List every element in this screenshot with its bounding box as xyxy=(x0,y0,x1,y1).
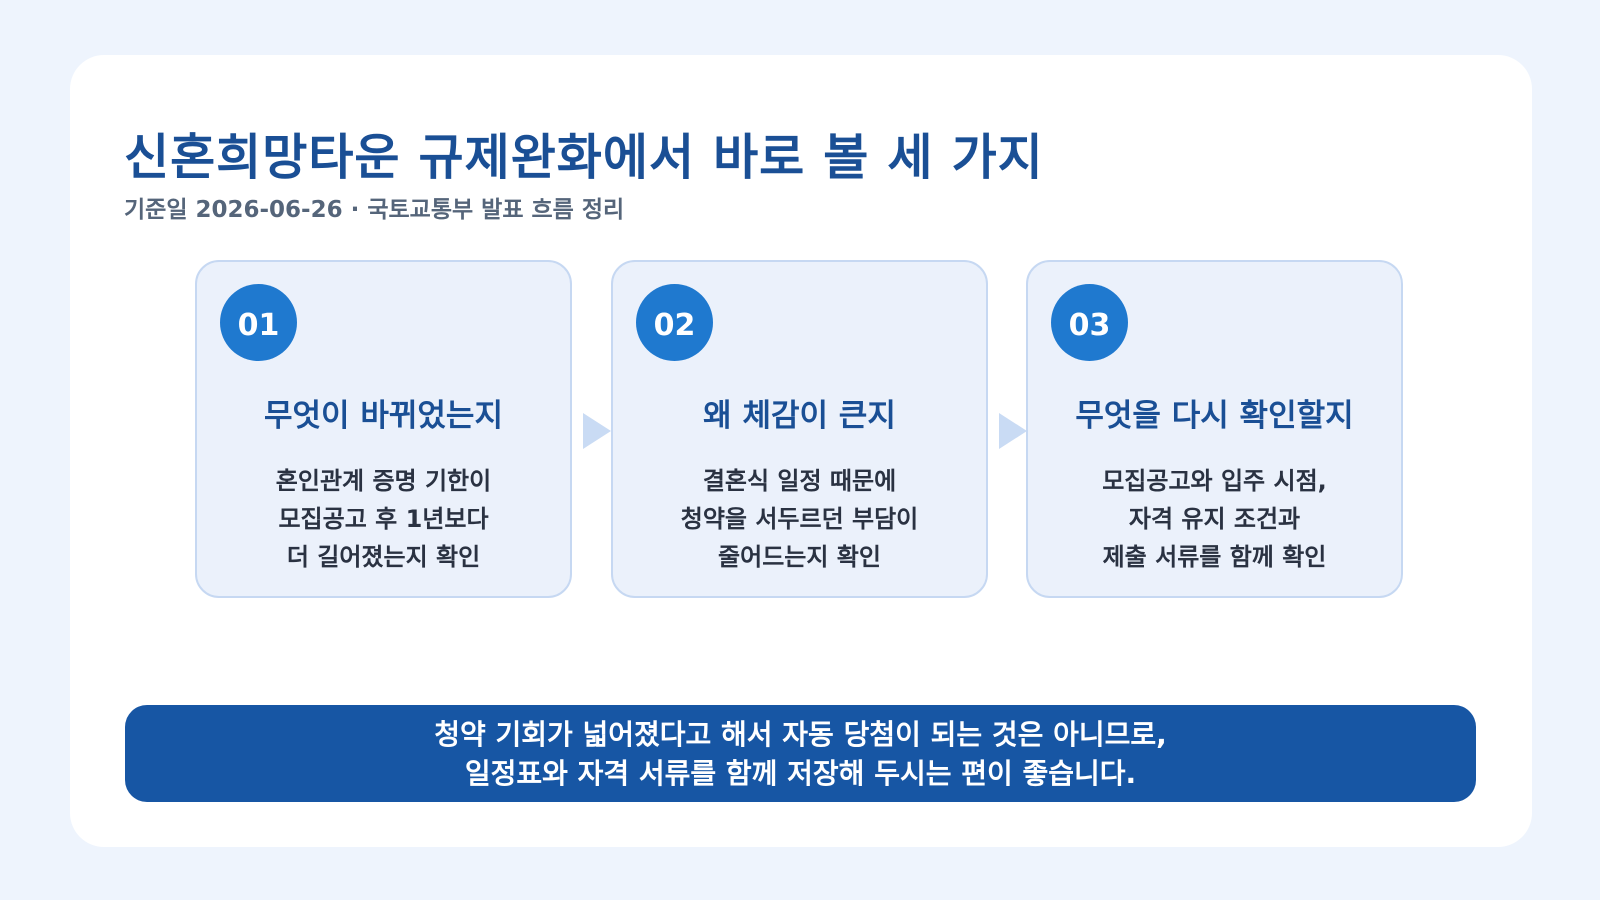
step-title-1: 무엇이 바뀌었는지 xyxy=(264,398,503,434)
step-description-1: 혼인관계 증명 기한이 모집공고 후 1년보다 더 길어졌는지 확인 xyxy=(275,467,492,571)
arrow-right-icon xyxy=(583,413,611,449)
step-description-2: 결혼식 일정 때문에 청약을 서두르던 부담이 줄어드는지 확인 xyxy=(680,467,919,571)
step-card-3: 03 무엇을 다시 확인할지 모집공고와 입주 시점, 자격 유지 조건과 제출… xyxy=(1026,260,1403,598)
page-subtitle: 기준일 2026-06-26 · 국토교통부 발표 흐름 정리 xyxy=(124,197,625,223)
step-title-2: 왜 체감이 큰지 xyxy=(703,398,896,434)
step-description-3: 모집공고와 입주 시점, 자격 유지 조건과 제출 서류를 함께 확인 xyxy=(1102,467,1327,571)
notice-line-2: 일정표와 자격 서류를 함께 저장해 두시는 편이 좋습니다. xyxy=(464,756,1137,790)
notice-banner: 청약 기회가 넓어졌다고 해서 자동 당첨이 되는 것은 아니므로, 일정표와 … xyxy=(125,705,1476,802)
notice-line-1: 청약 기회가 넓어졌다고 해서 자동 당첨이 되는 것은 아니므로, xyxy=(434,717,1167,751)
step-number-badge-3: 03 xyxy=(1051,284,1128,361)
step-card-2: 02 왜 체감이 큰지 결혼식 일정 때문에 청약을 서두르던 부담이 줄어드는… xyxy=(611,260,988,598)
step-number-badge-1: 01 xyxy=(220,284,297,361)
step-card-1: 01 무엇이 바뀌었는지 혼인관계 증명 기한이 모집공고 후 1년보다 더 길… xyxy=(195,260,572,598)
page-title: 신혼희망타운 규제완화에서 바로 볼 세 가지 xyxy=(124,129,1044,186)
step-title-3: 무엇을 다시 확인할지 xyxy=(1075,398,1354,434)
step-number-badge-2: 02 xyxy=(636,284,713,361)
arrow-right-icon xyxy=(999,413,1027,449)
